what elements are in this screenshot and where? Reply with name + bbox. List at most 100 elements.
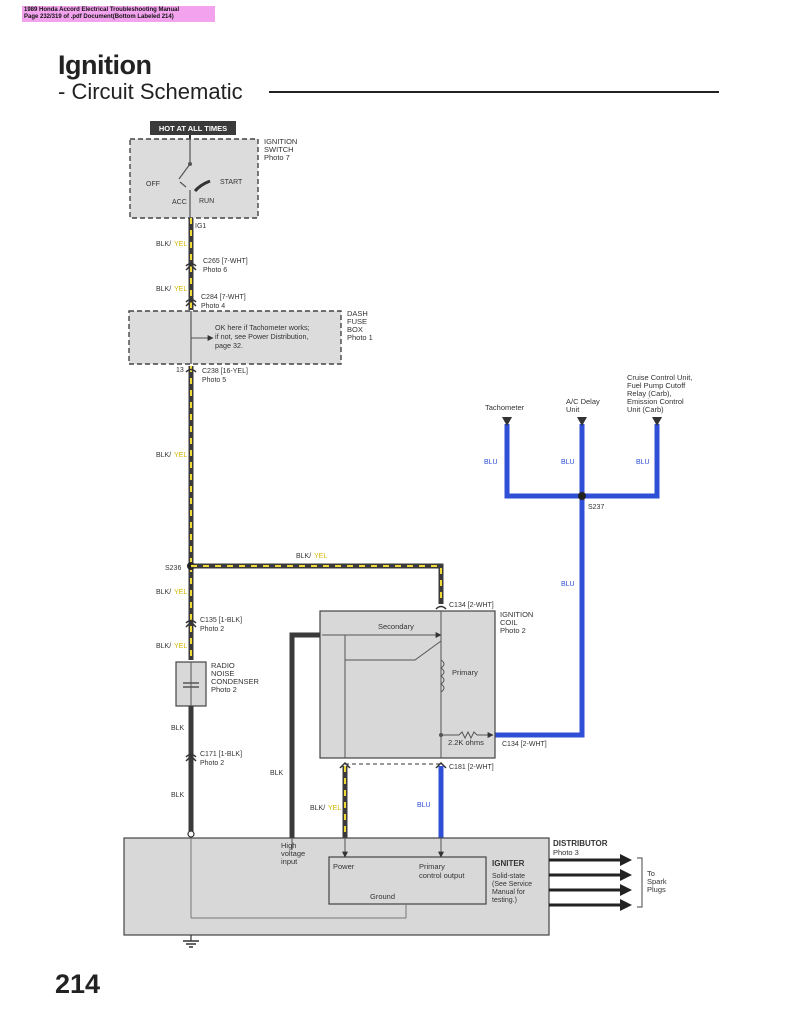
cruise-label-5: Unit (Carb) — [627, 405, 664, 414]
hv-input-label-2: voltage — [281, 849, 305, 858]
c135-label: C135 [1-BLK] — [200, 617, 242, 624]
tach-terminal — [502, 417, 512, 426]
primary-label: Primary — [452, 668, 478, 677]
c135-photo: Photo 2 — [200, 626, 224, 633]
wire-color-blk-5: BLK/ — [156, 589, 171, 596]
c171-label: C171 [1-BLK] — [200, 751, 242, 758]
radio-label-1: RADIO — [211, 661, 235, 670]
distributor: High voltage input Power Primary control… — [123, 837, 608, 936]
resistor-ohms-label: 2.2K ohms — [448, 738, 484, 747]
c265-label: C265 [7-WHT] — [203, 258, 248, 265]
ig1-label: IG1 — [195, 223, 206, 230]
document-source-stamp: 1989 Honda Accord Electrical Troubleshoo… — [22, 6, 215, 22]
to-spark-plugs-3: Plugs — [647, 885, 666, 894]
wire-color-blk-6: BLK/ — [156, 643, 171, 650]
stamp-line-1: 1989 Honda Accord Electrical Troubleshoo… — [24, 7, 180, 13]
stamp-line-2: Page 232/319 of .pdf Document(Bottom Lab… — [24, 14, 174, 20]
hv-input-label-1: High — [281, 841, 296, 850]
c181-label: C181 [2-WHT] — [449, 764, 494, 771]
cruise-label-1: Cruise Control Unit, — [627, 373, 692, 382]
ignition-switch-label-3: Photo 7 — [264, 153, 290, 162]
s237-splice — [578, 492, 586, 500]
primary-control-label-2: control output — [419, 871, 465, 880]
blu-label-2: BLU — [561, 459, 575, 466]
to-spark-plugs-1: To — [647, 869, 655, 878]
cruise-label-2: Fuel Pump Cutoff — [627, 381, 686, 390]
dash-label-1: DASH — [347, 309, 368, 318]
ac-delay-label-1: A/C Delay — [566, 397, 600, 406]
cruise-label-4: Emission Control — [627, 397, 684, 406]
c134-side-label: C134 [2-WHT] — [502, 741, 547, 748]
ignition-switch-box — [129, 138, 259, 219]
high-voltage-lead — [289, 632, 320, 838]
page-title: Ignition — [58, 50, 152, 80]
ignition-coil: Secondary Primary 2.2K ohms IGNITION COI… — [319, 610, 533, 759]
dash-fuse-box: OK here if Tachometer works; if not, see… — [128, 309, 373, 365]
igniter-box — [328, 856, 487, 905]
wire-color-yel-1: YEL — [174, 241, 187, 248]
coil-label-2: COIL — [500, 618, 518, 627]
ignition-switch-label-1: IGNITION — [264, 137, 297, 146]
wire-color-yel-5: YEL — [174, 589, 187, 596]
coil-label-1: IGNITION — [500, 610, 533, 619]
primary-control-label-1: Primary — [419, 862, 445, 871]
c135-connector — [185, 619, 197, 624]
distributor-photo: Photo 3 — [553, 848, 579, 857]
blu-wire-network — [495, 424, 660, 738]
wire-color-yel-4: YEL — [314, 553, 327, 560]
wire-color-blk-3: BLK/ — [156, 452, 171, 459]
c134-top-label: C134 [2-WHT] — [449, 602, 494, 609]
dash-label-4: Photo 1 — [347, 333, 373, 342]
coil-label-3: Photo 2 — [500, 626, 526, 635]
wire-color-blk-7: BLK — [171, 725, 185, 732]
s237-label: S237 — [588, 504, 604, 511]
hot-label: HOT AT ALL TIMES — [159, 124, 227, 133]
c265-connector — [185, 262, 197, 267]
wire-color-yel-3: YEL — [174, 452, 187, 459]
ignition-switch-label-2: SWITCH — [264, 145, 294, 154]
blu-label-3: BLU — [636, 459, 650, 466]
solid-state-2: (See Service — [492, 881, 532, 888]
c284-label: C284 [7-WHT] — [201, 294, 246, 301]
dash-label-3: BOX — [347, 325, 363, 334]
c238-connector — [185, 368, 197, 373]
s236-label: S236 — [165, 565, 181, 572]
ground-label: Ground — [370, 892, 395, 901]
wire-color-blk-9: BLK — [270, 770, 284, 777]
c238-label: C238 [16-YEL] — [202, 368, 248, 375]
tachometer-label: Tachometer — [485, 403, 525, 412]
blk-yel-branch-to-coil — [191, 563, 444, 604]
radio-label-2: NOISE — [211, 669, 234, 678]
wire-color-blk-10: BLK/ — [310, 805, 325, 812]
acc-label: ACC — [172, 199, 187, 206]
radio-noise-condenser: RADIO NOISE CONDENSER Photo 2 — [175, 661, 260, 707]
solid-state-1: Solid-state — [492, 873, 525, 880]
c238-photo: Photo 5 — [202, 377, 226, 384]
wire-color-yel-10: YEL — [328, 805, 341, 812]
off-label: OFF — [146, 181, 160, 188]
blu-label-5: BLU — [417, 802, 431, 809]
solid-state-3: Manual for — [492, 889, 526, 896]
distributor-label: DISTRIBUTOR — [553, 839, 608, 848]
hot-at-all-times-bar — [150, 121, 236, 135]
cruise-terminal — [652, 417, 662, 426]
blu-label-1: BLU — [484, 459, 498, 466]
igniter-label: IGNITER — [492, 859, 525, 868]
blu-label-4: BLU — [561, 581, 575, 588]
ok-note-1: OK here if Tachometer works; — [215, 323, 310, 332]
secondary-label: Secondary — [378, 622, 414, 631]
to-spark-plugs-2: Spark — [647, 877, 667, 886]
c284-connector — [185, 298, 197, 303]
radio-label-3: CONDENSER — [211, 677, 260, 686]
ac-terminal — [577, 417, 587, 426]
ac-delay-label-2: Unit — [566, 405, 580, 414]
ok-note-3: page 32. — [215, 341, 243, 350]
wire-color-blk-2: BLK/ — [156, 286, 171, 293]
dash-label-2: FUSE — [347, 317, 367, 326]
cruise-label-3: Relay (Carb), — [627, 389, 672, 398]
c134-top-connector — [435, 605, 447, 610]
page-number: 214 — [55, 969, 101, 999]
ground-symbol — [183, 935, 199, 948]
spark-plug-outputs: To Spark Plugs — [549, 854, 667, 911]
